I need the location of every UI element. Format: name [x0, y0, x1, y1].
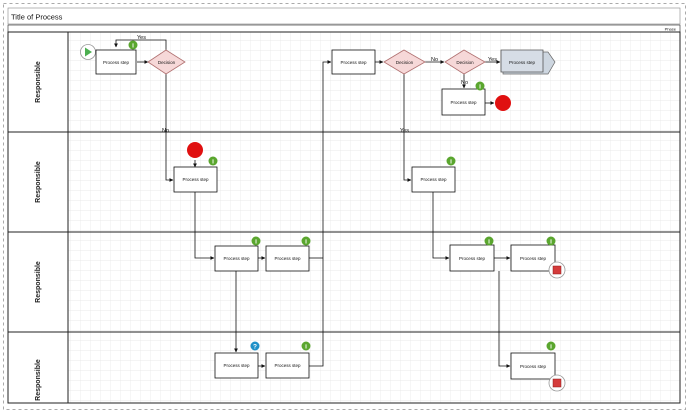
info-icon[interactable]: i: [208, 156, 218, 166]
process-title[interactable]: Title of Process: [11, 13, 63, 22]
info-icon[interactable]: i: [484, 236, 494, 246]
process-step[interactable]: Process step: [95, 49, 137, 75]
decision[interactable]: Decision: [383, 49, 426, 75]
no-label: No: [461, 80, 468, 86]
svg-text:Process step: Process step: [274, 256, 301, 261]
page-boundary: [3, 3, 686, 410]
info-icon[interactable]: i: [251, 236, 261, 246]
phase-label: Phase: [665, 27, 677, 32]
svg-text:Process step: Process step: [182, 177, 209, 182]
svg-text:Process step: Process step: [103, 60, 130, 65]
lane-2-title[interactable]: Responsible: [35, 161, 42, 203]
lane-3-title[interactable]: Responsible: [35, 261, 42, 303]
svg-text:Process step: Process step: [520, 256, 547, 261]
svg-text:Process step: Process step: [274, 363, 301, 368]
process-step[interactable]: Process step: [441, 88, 486, 116]
stop-marker[interactable]: [548, 261, 566, 279]
svg-text:i: i: [450, 159, 452, 166]
svg-text:Process step: Process step: [450, 100, 477, 105]
connector: [403, 74, 412, 182]
svg-text:i: i: [305, 239, 307, 246]
stop-icon: [552, 265, 562, 275]
svg-text:i: i: [212, 159, 214, 166]
offpage-reference[interactable]: Process step: [500, 49, 556, 75]
process-step[interactable]: Process step: [214, 352, 259, 379]
connector: [114, 39, 167, 50]
svg-text:Process step: Process step: [509, 60, 536, 65]
info-icon[interactable]: i: [301, 236, 311, 246]
connector: [432, 192, 450, 260]
svg-text:i: i: [550, 344, 552, 351]
yes-label: Yes: [488, 57, 497, 63]
info-icon[interactable]: i: [301, 341, 311, 351]
svg-text:?: ?: [253, 344, 257, 351]
grid: [68, 32, 680, 403]
lane-4-title[interactable]: Responsible: [35, 359, 42, 401]
info-icon[interactable]: i: [446, 156, 456, 166]
info-icon[interactable]: i: [128, 40, 138, 50]
svg-text:Decision: Decision: [396, 60, 414, 65]
svg-text:i: i: [550, 239, 552, 246]
end-event[interactable]: [187, 142, 203, 158]
svg-text:i: i: [132, 43, 134, 50]
no-label: No: [431, 57, 438, 63]
svg-text:i: i: [479, 84, 481, 91]
svg-text:Process step: Process step: [420, 177, 447, 182]
stop-icon: [552, 378, 562, 388]
svg-text:i: i: [255, 239, 257, 246]
yes-label: Yes: [137, 35, 146, 41]
svg-text:Process step: Process step: [223, 363, 250, 368]
svg-text:i: i: [305, 344, 307, 351]
help-icon[interactable]: ?: [250, 341, 260, 351]
phase-header: [7, 24, 681, 33]
process-step[interactable]: Process step: [411, 166, 456, 193]
connector: [165, 74, 174, 182]
info-icon[interactable]: i: [475, 81, 485, 91]
stop-marker[interactable]: [548, 374, 566, 392]
process-step[interactable]: Process step: [510, 244, 556, 272]
process-step[interactable]: Process step: [265, 352, 310, 379]
process-step[interactable]: Process step: [214, 245, 259, 272]
lane-1-title[interactable]: Responsible: [35, 61, 42, 103]
svg-text:Process step: Process step: [459, 256, 486, 261]
svg-text:Process step: Process step: [223, 256, 250, 261]
connector: [309, 60, 332, 367]
decision[interactable]: Decision: [147, 49, 186, 75]
svg-text:i: i: [488, 239, 490, 246]
process-step[interactable]: Process step: [510, 352, 556, 380]
connector: [194, 192, 215, 260]
start-event[interactable]: [80, 44, 96, 60]
no-label: No: [162, 128, 169, 134]
yes-label: Yes: [400, 128, 409, 134]
process-step[interactable]: Process step: [173, 166, 218, 193]
play-icon: [85, 47, 92, 57]
connector: [498, 271, 511, 368]
svg-text:Decision: Decision: [456, 60, 474, 65]
connectors: [94, 39, 511, 368]
process-step[interactable]: Process step: [265, 245, 310, 272]
decision[interactable]: Decision: [444, 49, 486, 75]
process-step[interactable]: Process step: [449, 244, 495, 272]
process-step[interactable]: Process step: [331, 49, 376, 75]
info-icon[interactable]: i: [546, 236, 556, 246]
lanes-frame: [7, 31, 681, 404]
svg-text:Decision: Decision: [158, 60, 176, 65]
end-event[interactable]: [495, 95, 511, 111]
title-bar: [7, 7, 681, 25]
info-icon[interactable]: i: [546, 341, 556, 351]
svg-text:Process step: Process step: [340, 60, 367, 65]
svg-text:Process step: Process step: [520, 364, 547, 369]
